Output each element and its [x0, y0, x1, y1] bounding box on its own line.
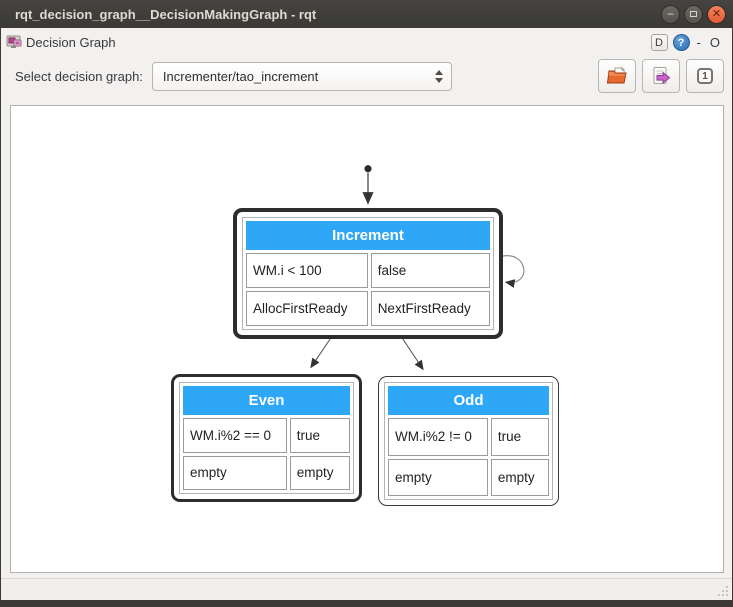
edge-increment-self-loop: [501, 255, 525, 288]
edge-increment-to-even: [310, 338, 331, 369]
one-icon: 1: [697, 68, 713, 84]
node-table: Increment WM.i < 100 false AllocFirstRea…: [242, 217, 494, 330]
node-cell: empty: [490, 458, 549, 496]
edge-increment-to-odd: [402, 338, 424, 371]
node-odd[interactable]: Odd WM.i%2 != 0 true empty empty: [378, 376, 559, 506]
node-cell: false: [370, 253, 490, 288]
plugin-title: Decision Graph: [26, 35, 116, 50]
plugin-area: Decision Graph D ? - O Select decision g…: [1, 28, 732, 600]
dock-button[interactable]: D: [650, 34, 668, 51]
node-cells: WM.i%2 != 0 true empty empty: [388, 418, 549, 496]
close-button[interactable]: ✕: [707, 4, 726, 24]
node-title: Even: [183, 386, 350, 415]
initial-state-dot: [364, 165, 372, 173]
node-cell: empty: [183, 455, 287, 490]
plugin-controls: D ? - O: [650, 34, 722, 51]
node-cell: true: [289, 418, 350, 453]
node-cell: AllocFirstReady: [246, 291, 368, 326]
export-graph-button[interactable]: [642, 59, 680, 93]
plugin-minimize-button[interactable]: -: [696, 35, 701, 50]
node-cell: NextFirstReady: [370, 291, 490, 326]
plugin-toolbar: Select decision graph: Incrementer/tao_i…: [1, 55, 732, 101]
toolbar-buttons: 1: [598, 59, 724, 93]
close-icon: ✕: [711, 7, 722, 20]
rqt-plugin-icon: [6, 35, 22, 48]
window-controls: − ✕: [661, 4, 733, 24]
export-document-icon: [653, 67, 671, 85]
decision-graph-select[interactable]: Incrementer/tao_increment: [151, 61, 452, 91]
node-cell: WM.i < 100: [246, 253, 368, 288]
node-cell: WM.i%2 != 0: [388, 418, 488, 456]
status-bar: [1, 578, 732, 600]
resize-grip[interactable]: [716, 584, 729, 597]
node-cell: true: [490, 418, 549, 456]
open-file-button[interactable]: [598, 59, 636, 93]
node-cell: WM.i%2 == 0: [183, 418, 287, 453]
window-title: rqt_decision_graph__DecisionMakingGraph …: [15, 6, 317, 22]
graph-edges: [310, 165, 525, 371]
maximize-button[interactable]: [684, 4, 703, 24]
graph-canvas[interactable]: Increment WM.i < 100 false AllocFirstRea…: [10, 105, 724, 573]
node-cell: empty: [388, 458, 488, 496]
window-titlebar[interactable]: rqt_decision_graph__DecisionMakingGraph …: [0, 0, 733, 28]
combobox-spinner-icon: [434, 69, 443, 83]
node-table: Even WM.i%2 == 0 true empty empty: [179, 382, 354, 494]
node-title: Odd: [388, 386, 549, 415]
fit-to-view-button[interactable]: 1: [686, 59, 724, 93]
maximize-icon: [690, 11, 697, 17]
node-cell: empty: [289, 455, 350, 490]
minimize-button[interactable]: −: [661, 4, 680, 24]
node-cells: WM.i < 100 false AllocFirstReady NextFir…: [246, 253, 490, 326]
help-icon: ?: [677, 36, 685, 49]
plugin-close-button[interactable]: O: [709, 35, 720, 50]
node-even[interactable]: Even WM.i%2 == 0 true empty empty: [171, 374, 362, 502]
node-cells: WM.i%2 == 0 true empty empty: [183, 418, 350, 490]
node-increment[interactable]: Increment WM.i < 100 false AllocFirstRea…: [233, 208, 503, 339]
open-folder-icon: [606, 66, 627, 84]
dock-icon: D: [655, 36, 663, 49]
select-graph-label: Select decision graph:: [15, 68, 143, 84]
plugin-titlebar[interactable]: Decision Graph D ? - O: [1, 28, 732, 55]
node-title: Increment: [246, 221, 490, 250]
minimize-icon: −: [666, 7, 674, 21]
help-button[interactable]: ?: [672, 34, 690, 51]
decision-graph-selected-value: Incrementer/tao_increment: [162, 68, 319, 84]
node-table: Odd WM.i%2 != 0 true empty empty: [384, 382, 553, 500]
